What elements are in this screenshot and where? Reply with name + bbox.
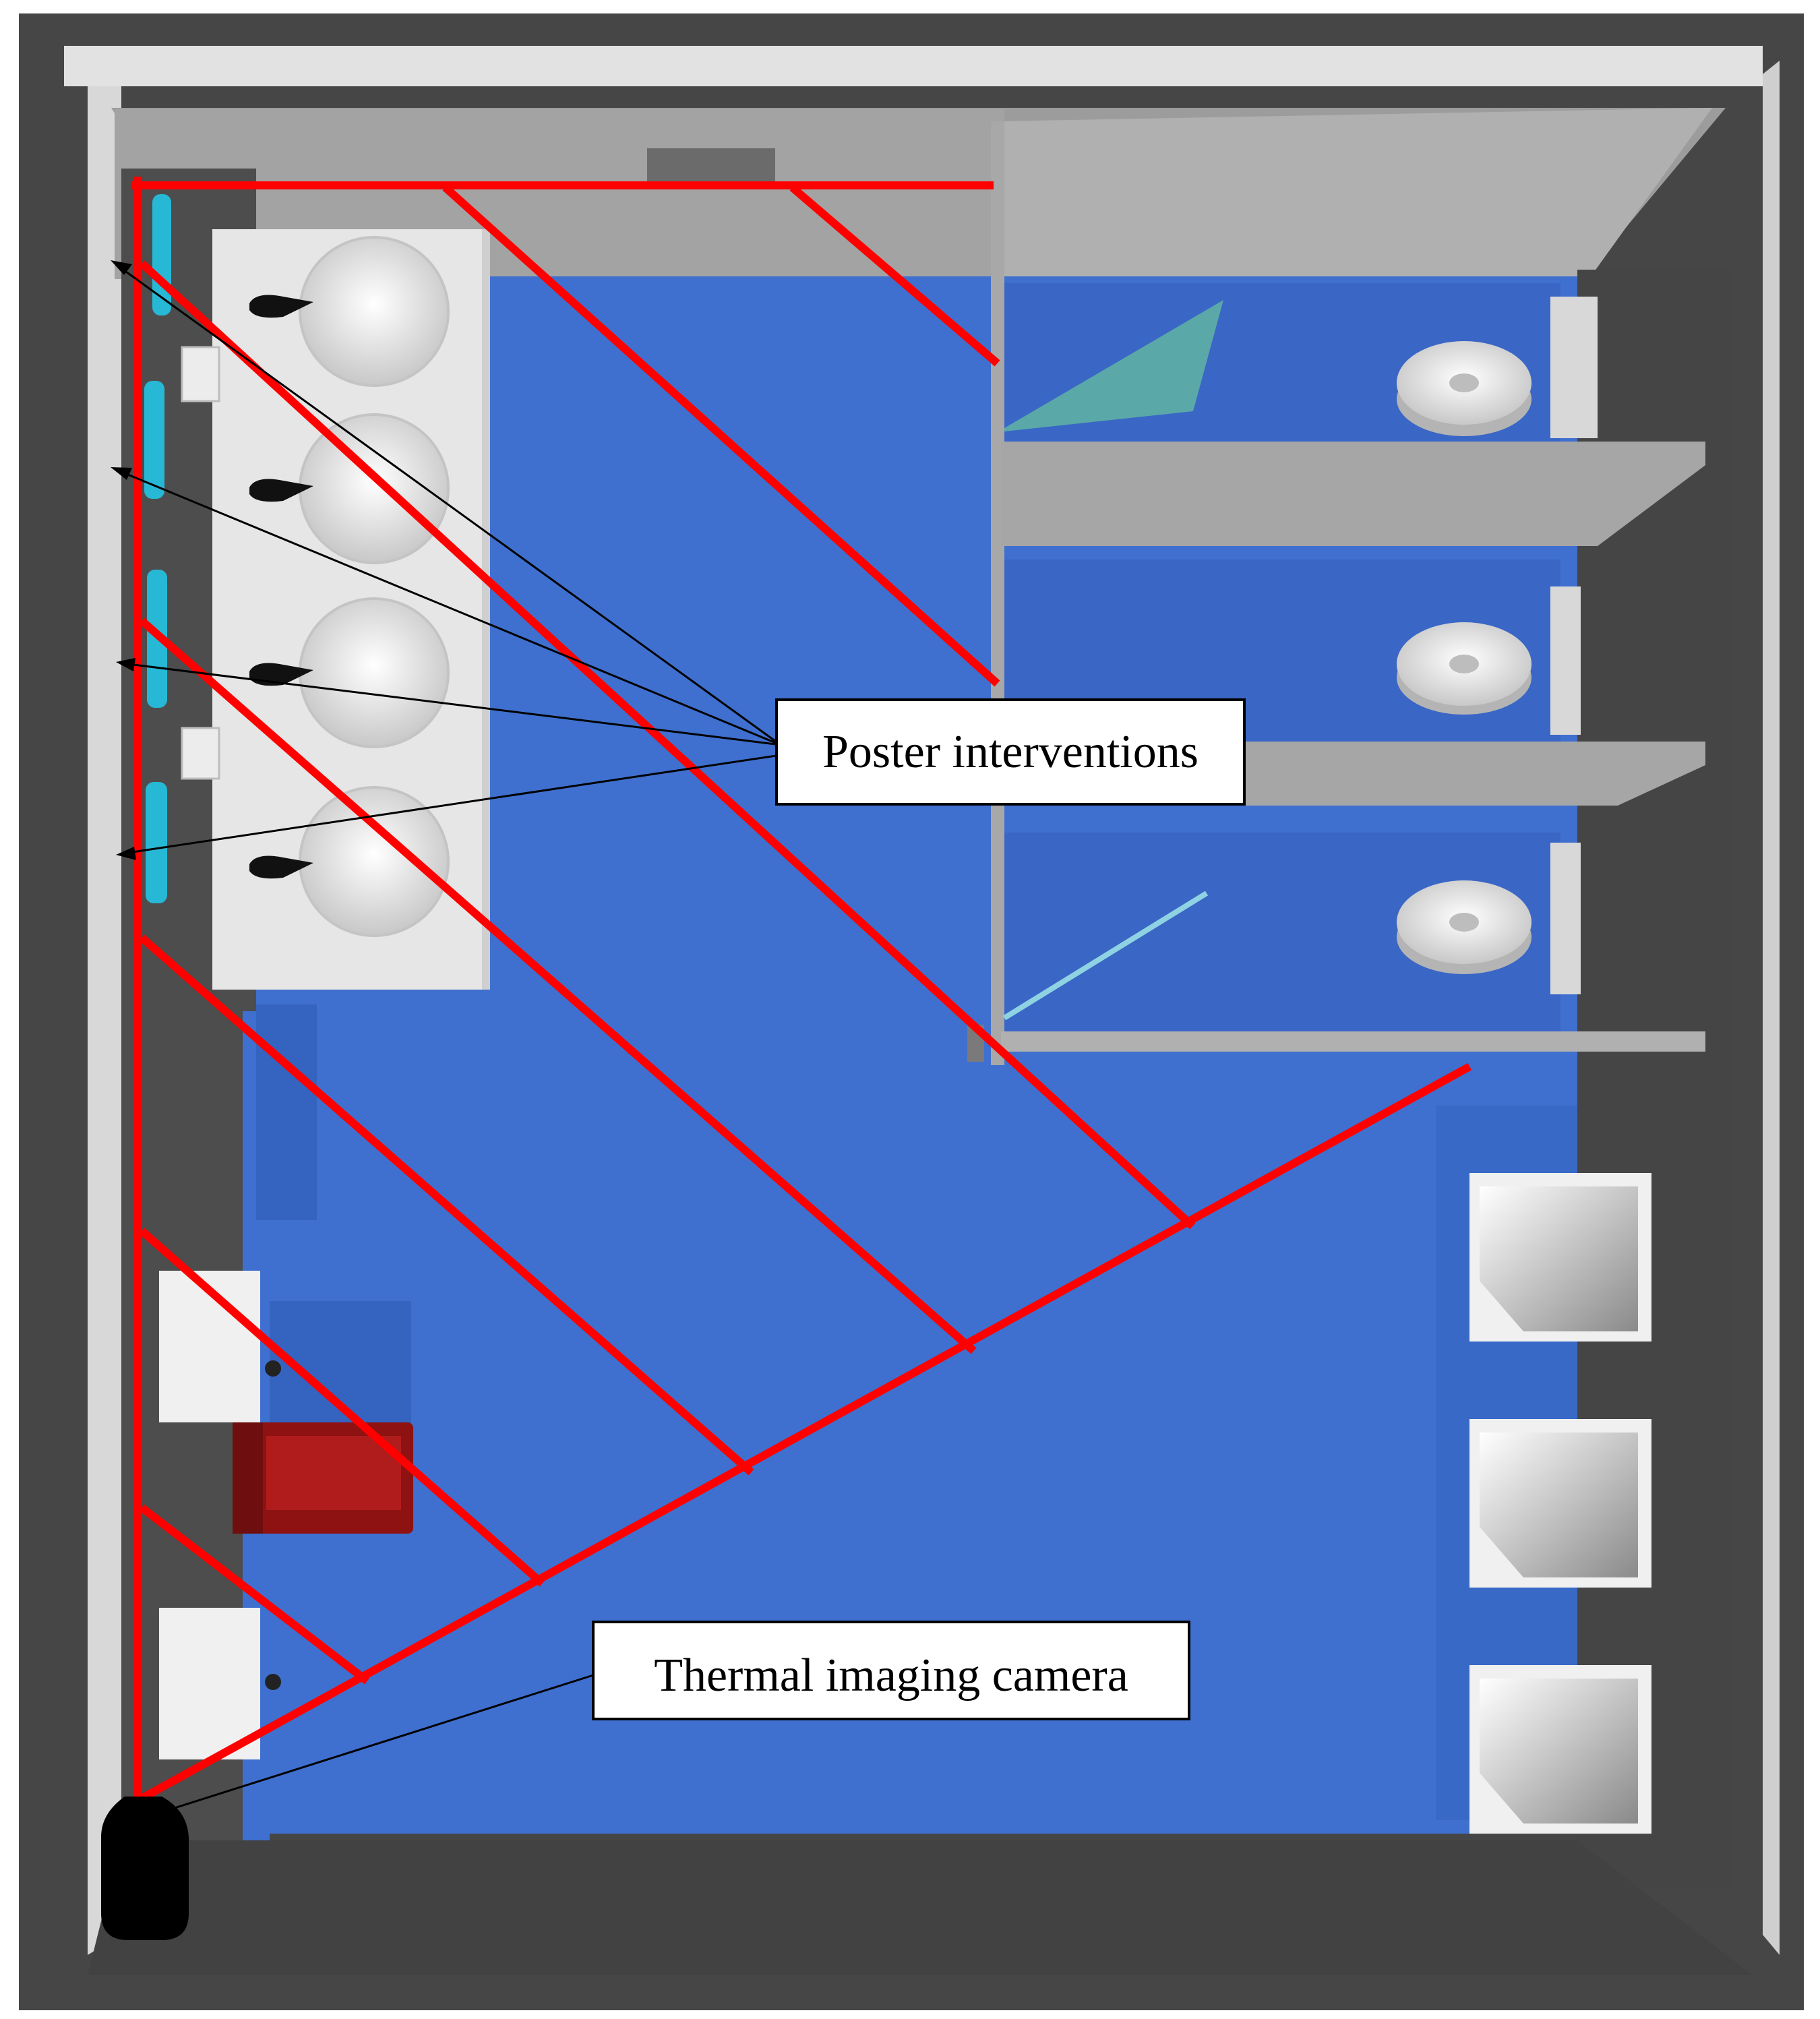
sink-basin-4: [299, 786, 450, 937]
top-right-wall-face: [998, 108, 1712, 276]
thermal-camera-text: Thermal imaging camera: [654, 1650, 1128, 1701]
sink-basin-3: [299, 597, 450, 748]
poster-interventions-text: Poster interventions: [822, 725, 1199, 778]
urinal-3: [1469, 1665, 1651, 1834]
faucet-1: [249, 295, 313, 318]
floor-shade-1: [256, 1004, 317, 1220]
toilet-3: [1397, 880, 1531, 974]
wall-vent: [647, 148, 775, 182]
hand-dryer-2: [159, 1608, 260, 1759]
faucet-4: [249, 855, 313, 879]
hand-dryer-1-nozzle: [265, 1360, 281, 1377]
stall-divider-3: [1001, 1031, 1705, 1052]
floor-shade-2: [270, 1301, 411, 1443]
stall-wall-left: [991, 121, 1004, 1065]
urinal-2: [1469, 1419, 1651, 1588]
sink-basin-1: [299, 236, 450, 387]
urinal-1: [1469, 1173, 1651, 1342]
camera-arrow: [161, 1674, 594, 1813]
hand-dryer-2-nozzle: [265, 1674, 281, 1690]
stall-3-back: [1550, 843, 1581, 994]
waste-bin: [233, 1422, 413, 1534]
camera-coverage-lines: [131, 177, 1472, 1803]
stall-divider-1: [1001, 442, 1705, 546]
thermal-camera-label: Thermal imaging camera: [592, 1621, 1190, 1720]
soap-dispenser-1: [181, 346, 220, 402]
soap-dispenser-2: [181, 727, 220, 780]
stall-3-door: [1002, 891, 1209, 1021]
thermal-camera: [101, 1797, 189, 1940]
poster-arrows: [111, 260, 781, 860]
left-wall: [88, 86, 121, 1955]
poster-2: [144, 381, 164, 499]
top-wall-rim: [64, 46, 1763, 86]
bottom-dark-wall: [88, 1840, 1753, 1975]
faucet-2: [249, 479, 313, 502]
stall-1-back: [1550, 297, 1598, 438]
poster-4: [146, 782, 167, 903]
stall-1-door: [1004, 300, 1223, 431]
sink-counter-edge: [482, 229, 490, 990]
poster-interventions-label: Poster interventions: [775, 698, 1246, 806]
toilet-2: [1397, 622, 1531, 715]
toilet-1: [1397, 341, 1531, 436]
stall-2-back: [1550, 586, 1581, 735]
right-wall: [1763, 61, 1780, 1955]
